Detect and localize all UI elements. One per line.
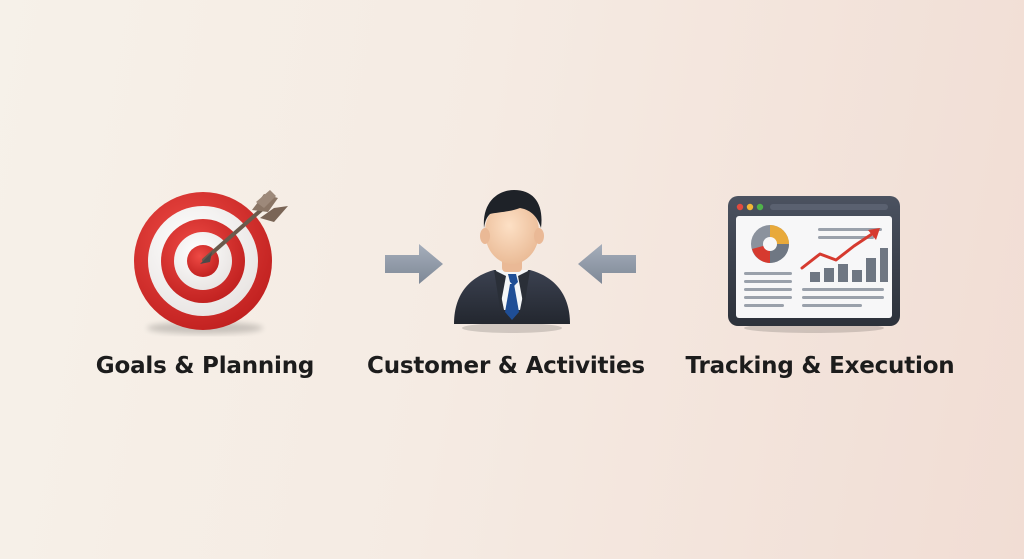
step-label-tracking-execution: Tracking & Execution xyxy=(685,353,955,379)
target-arrow-icon xyxy=(134,190,288,334)
step-label-goals-planning: Goals & Planning xyxy=(95,353,315,379)
arrow-right-icon xyxy=(385,244,443,284)
analytics-dashboard-icon xyxy=(728,196,900,333)
step-label-customer-activities: Customer & Activities xyxy=(367,353,645,379)
businessman-icon xyxy=(454,190,570,333)
arrow-left-icon xyxy=(578,244,636,284)
